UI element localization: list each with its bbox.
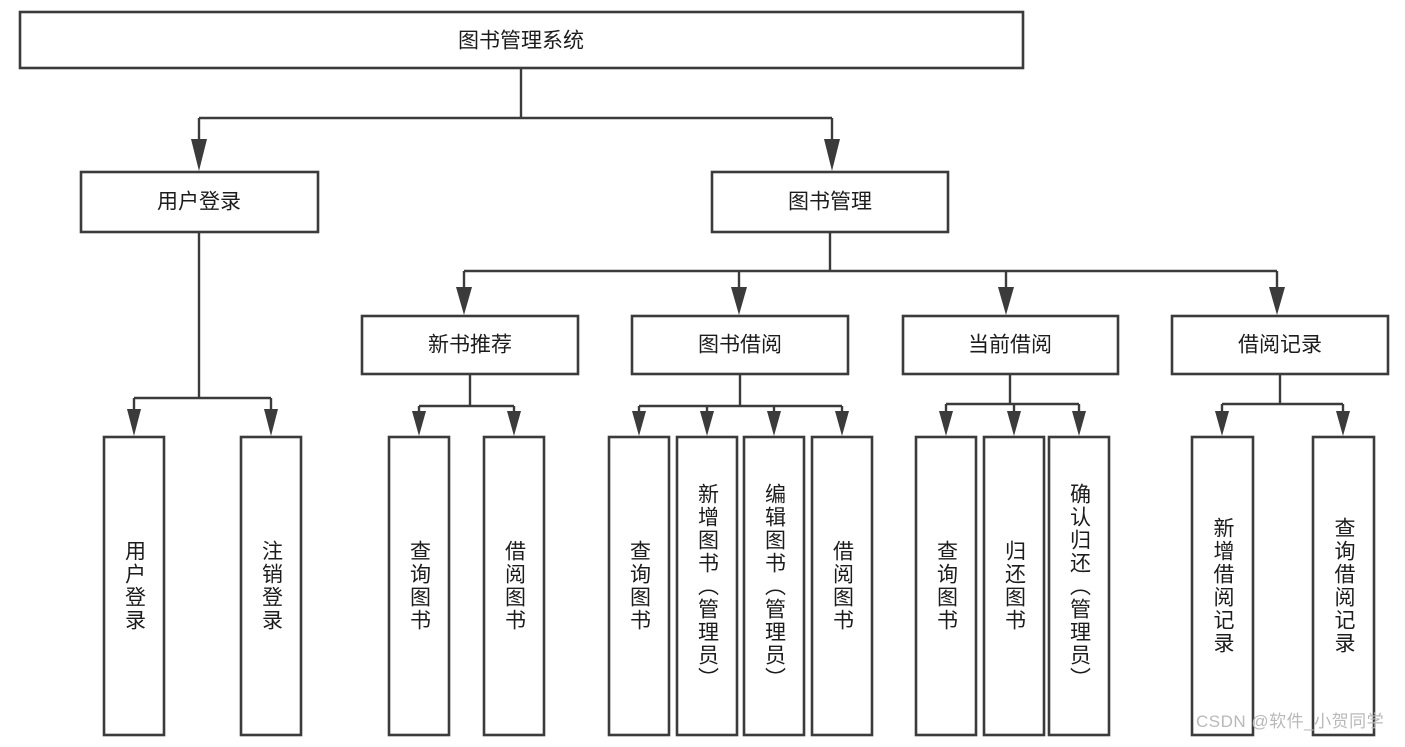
node-leaf-query-borrow-record-box[interactable] [1311,435,1376,737]
node-leaf-add-borrow-record-box[interactable] [1190,435,1255,737]
arrow-ul-to-leaf-logout [264,409,278,436]
node-leaf-borrow-book-box[interactable] [810,435,874,737]
arrow-cb-to-leaf-return-book [1007,411,1021,436]
arrow-bb-to-leaf-edit-book [767,411,781,436]
node-leaf-confirm-return-admin-box[interactable] [1047,435,1111,737]
arrow-cb-to-leaf-query-book [939,411,953,436]
node-borrow-record-label: 借阅记录 [1238,334,1322,357]
node-root-box[interactable] [18,10,1025,70]
node-root-label: 图书管理系统 [458,30,584,53]
node-leaf-return-book-box[interactable] [982,435,1046,737]
node-leaf-edit-book-admin-box[interactable] [742,435,806,737]
arrow-ul-to-leaf-user-login [127,409,141,436]
node-leaf-query-book-current-box[interactable] [914,435,978,737]
arrow-br-to-leaf-add-record [1215,411,1229,436]
arrow-bb-to-leaf-add-book [700,411,714,436]
arrow-nbr-to-leaf-borrow-book [507,411,521,436]
arrow-root-to-book-manage [824,139,840,171]
node-user-login-box[interactable] [79,170,320,234]
node-leaf-borrow-book-rec-box[interactable] [482,435,546,737]
node-book-borrow-label: 图书借阅 [698,334,782,357]
node-user-login-label: 用户登录 [157,191,241,214]
node-book-manage-label: 图书管理 [788,191,872,214]
node-current-borrow-box[interactable] [901,314,1120,376]
connector-layer [127,68,1350,436]
arrow-bm-to-new-book-recommend [456,287,472,315]
arrow-bb-to-leaf-borrow-book [835,411,849,436]
arrow-bm-to-current-borrow [998,287,1014,315]
arrow-root-to-user-login [191,139,207,171]
arrow-br-to-leaf-query-record [1336,411,1350,436]
node-leaf-add-book-admin-box[interactable] [675,435,739,737]
node-leaf-logout-box[interactable] [239,435,303,737]
csdn-watermark: CSDN @软件_小贺同学 [1196,712,1385,731]
node-leaf-user-login-box[interactable] [102,435,166,737]
node-book-manage-box[interactable] [710,170,950,234]
arrow-bm-to-book-borrow [731,287,747,315]
node-current-borrow-label: 当前借阅 [968,334,1052,357]
node-book-borrow-box[interactable] [630,314,850,376]
node-new-book-recommend-box[interactable] [360,314,580,376]
node-leaf-query-book-borrow-box[interactable] [607,435,671,737]
arrow-bb-to-leaf-query-book [632,411,646,436]
node-leaf-query-book-rec-box[interactable] [387,435,451,737]
node-new-book-recommend-label: 新书推荐 [428,334,512,357]
node-layer: 图书管理系统 用户登录 图书管理 新书推荐 图书借阅 当前借阅 借阅记录 [18,10,1390,737]
arrow-bm-to-borrow-record [1269,287,1285,315]
node-borrow-record-box[interactable] [1170,314,1390,376]
arrow-nbr-to-leaf-query-book [412,411,426,436]
arrow-cb-to-leaf-confirm-return [1072,411,1086,436]
